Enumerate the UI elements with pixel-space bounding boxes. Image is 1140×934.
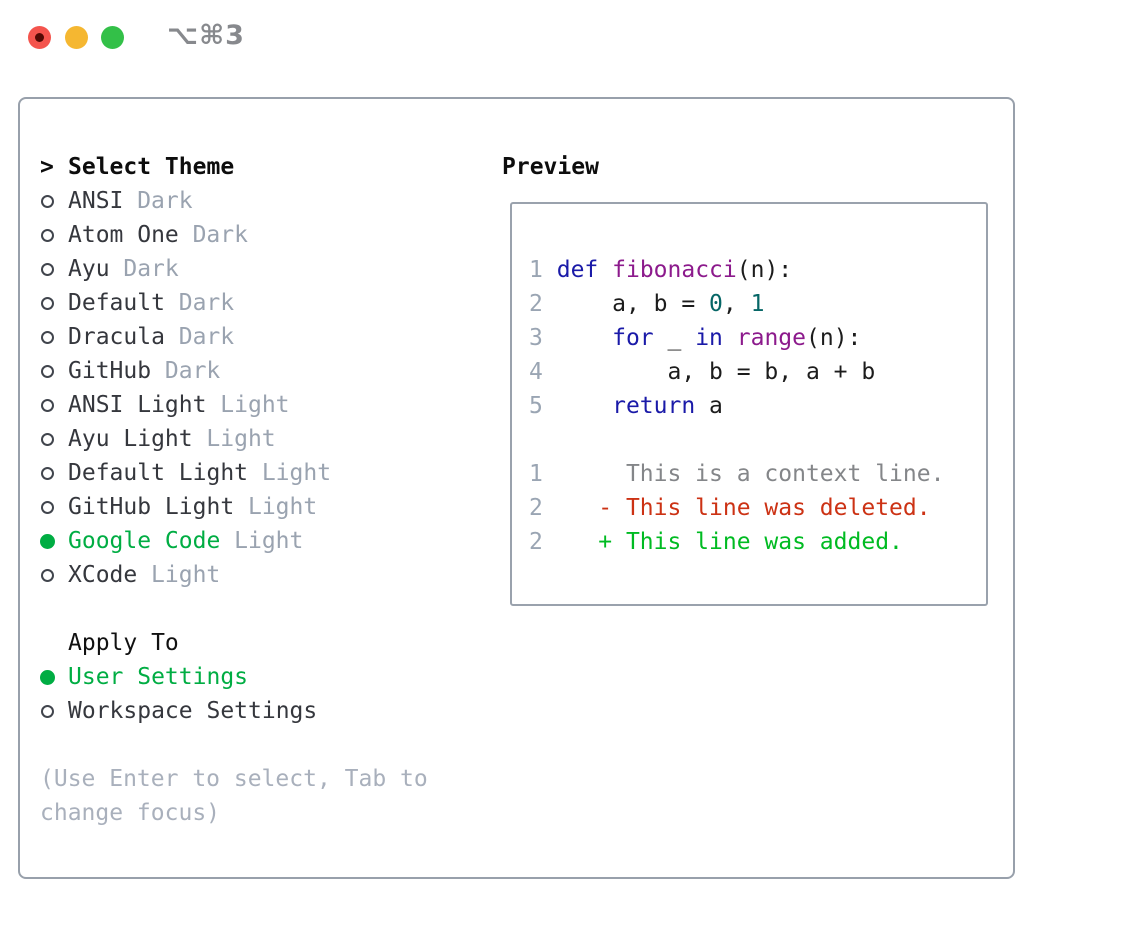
theme-option-default-light[interactable]: Default Light Light (40, 456, 480, 490)
close-button-dot-icon (35, 33, 44, 42)
theme-list: > Select Theme ANSI Dark Atom One Dark A… (40, 150, 480, 830)
theme-variant-tag: Dark (137, 188, 193, 214)
window-titlebar: ⌥⌘3 (0, 0, 1140, 74)
theme-variant-tag: Light (151, 562, 221, 588)
radio-icon (40, 228, 68, 242)
keyboard-hint-line1: (Use Enter to select, Tab to (40, 766, 428, 792)
keyboard-hint-line2: change focus) (40, 800, 221, 826)
code-line: 1 def fibonacci(n): (529, 257, 793, 283)
theme-preview-pane: 1 def fibonacci(n): 2 a, b = 0, 1 3 for … (510, 202, 988, 606)
apply-to-header: Apply To (68, 630, 179, 656)
code-line: 4 a, b = b, a + b (529, 359, 876, 385)
radio-icon (40, 296, 68, 310)
radio-selected-icon (40, 669, 68, 685)
theme-variant-tag: Light (206, 426, 276, 452)
chevron-right-icon: > (40, 154, 54, 180)
theme-variant-tag: Light (247, 494, 318, 520)
radio-icon (40, 432, 68, 446)
theme-option-atom-one-dark[interactable]: Atom One Dark (40, 218, 480, 252)
apply-option-user-settings[interactable]: User Settings (40, 660, 480, 694)
theme-variant-tag: Light (220, 392, 290, 418)
radio-selected-icon (40, 533, 68, 549)
theme-variant-tag: Dark (178, 324, 235, 350)
theme-option-ansi-light[interactable]: ANSI Light Light (40, 388, 480, 422)
minimize-button[interactable] (65, 26, 88, 49)
theme-variant-tag: Dark (164, 358, 221, 384)
theme-variant-tag: Dark (123, 256, 179, 282)
theme-option-xcode-light[interactable]: XCode Light (40, 558, 480, 592)
prompt-marker: > (40, 154, 68, 180)
theme-variant-tag: Dark (178, 290, 235, 316)
theme-option-github-dark[interactable]: GitHub Dark (40, 354, 480, 388)
radio-icon (40, 262, 68, 276)
theme-selector-panel: > Select Theme ANSI Dark Atom One Dark A… (18, 97, 1015, 879)
radio-icon (40, 568, 68, 582)
code-line: 3 for _ in range(n): (529, 325, 862, 351)
radio-icon (40, 194, 68, 208)
code-blank-line (529, 423, 986, 457)
theme-option-ayu-light[interactable]: Ayu Light Light (40, 422, 480, 456)
radio-icon (40, 330, 68, 344)
theme-variant-tag: Light (261, 460, 332, 486)
diff-deleted-line: 2 - This line was deleted. (529, 495, 931, 521)
radio-icon (40, 704, 68, 718)
radio-icon (40, 364, 68, 378)
radio-icon (40, 466, 68, 480)
code-line: 5 return a (529, 393, 723, 419)
theme-list-title: Select Theme (68, 154, 235, 180)
theme-option-ansi-dark[interactable]: ANSI Dark (40, 184, 480, 218)
theme-list-header: > Select Theme (40, 150, 480, 184)
theme-option-ayu-dark[interactable]: Ayu Dark (40, 252, 480, 286)
radio-icon (40, 500, 68, 514)
apply-option-workspace-settings[interactable]: Workspace Settings (40, 694, 480, 728)
theme-option-github-light[interactable]: GitHub Light Light (40, 490, 480, 524)
diff-added-line: 2 + This line was added. (529, 529, 903, 555)
theme-option-default-dark[interactable]: Default Dark (40, 286, 480, 320)
theme-option-dracula-dark[interactable]: Dracula Dark (40, 320, 480, 354)
close-button[interactable] (28, 26, 51, 49)
theme-variant-tag: Light (234, 528, 304, 554)
theme-option-google-code-light[interactable]: Google Code Light (40, 524, 480, 558)
window-title: ⌥⌘3 (167, 20, 245, 51)
maximize-button[interactable] (101, 26, 124, 49)
theme-variant-tag: Dark (192, 222, 248, 248)
code-line: 2 a, b = 0, 1 (529, 291, 765, 317)
preview-title: Preview (502, 154, 599, 180)
radio-icon (40, 398, 68, 412)
diff-context-line: 1 This is a context line. (529, 461, 945, 487)
